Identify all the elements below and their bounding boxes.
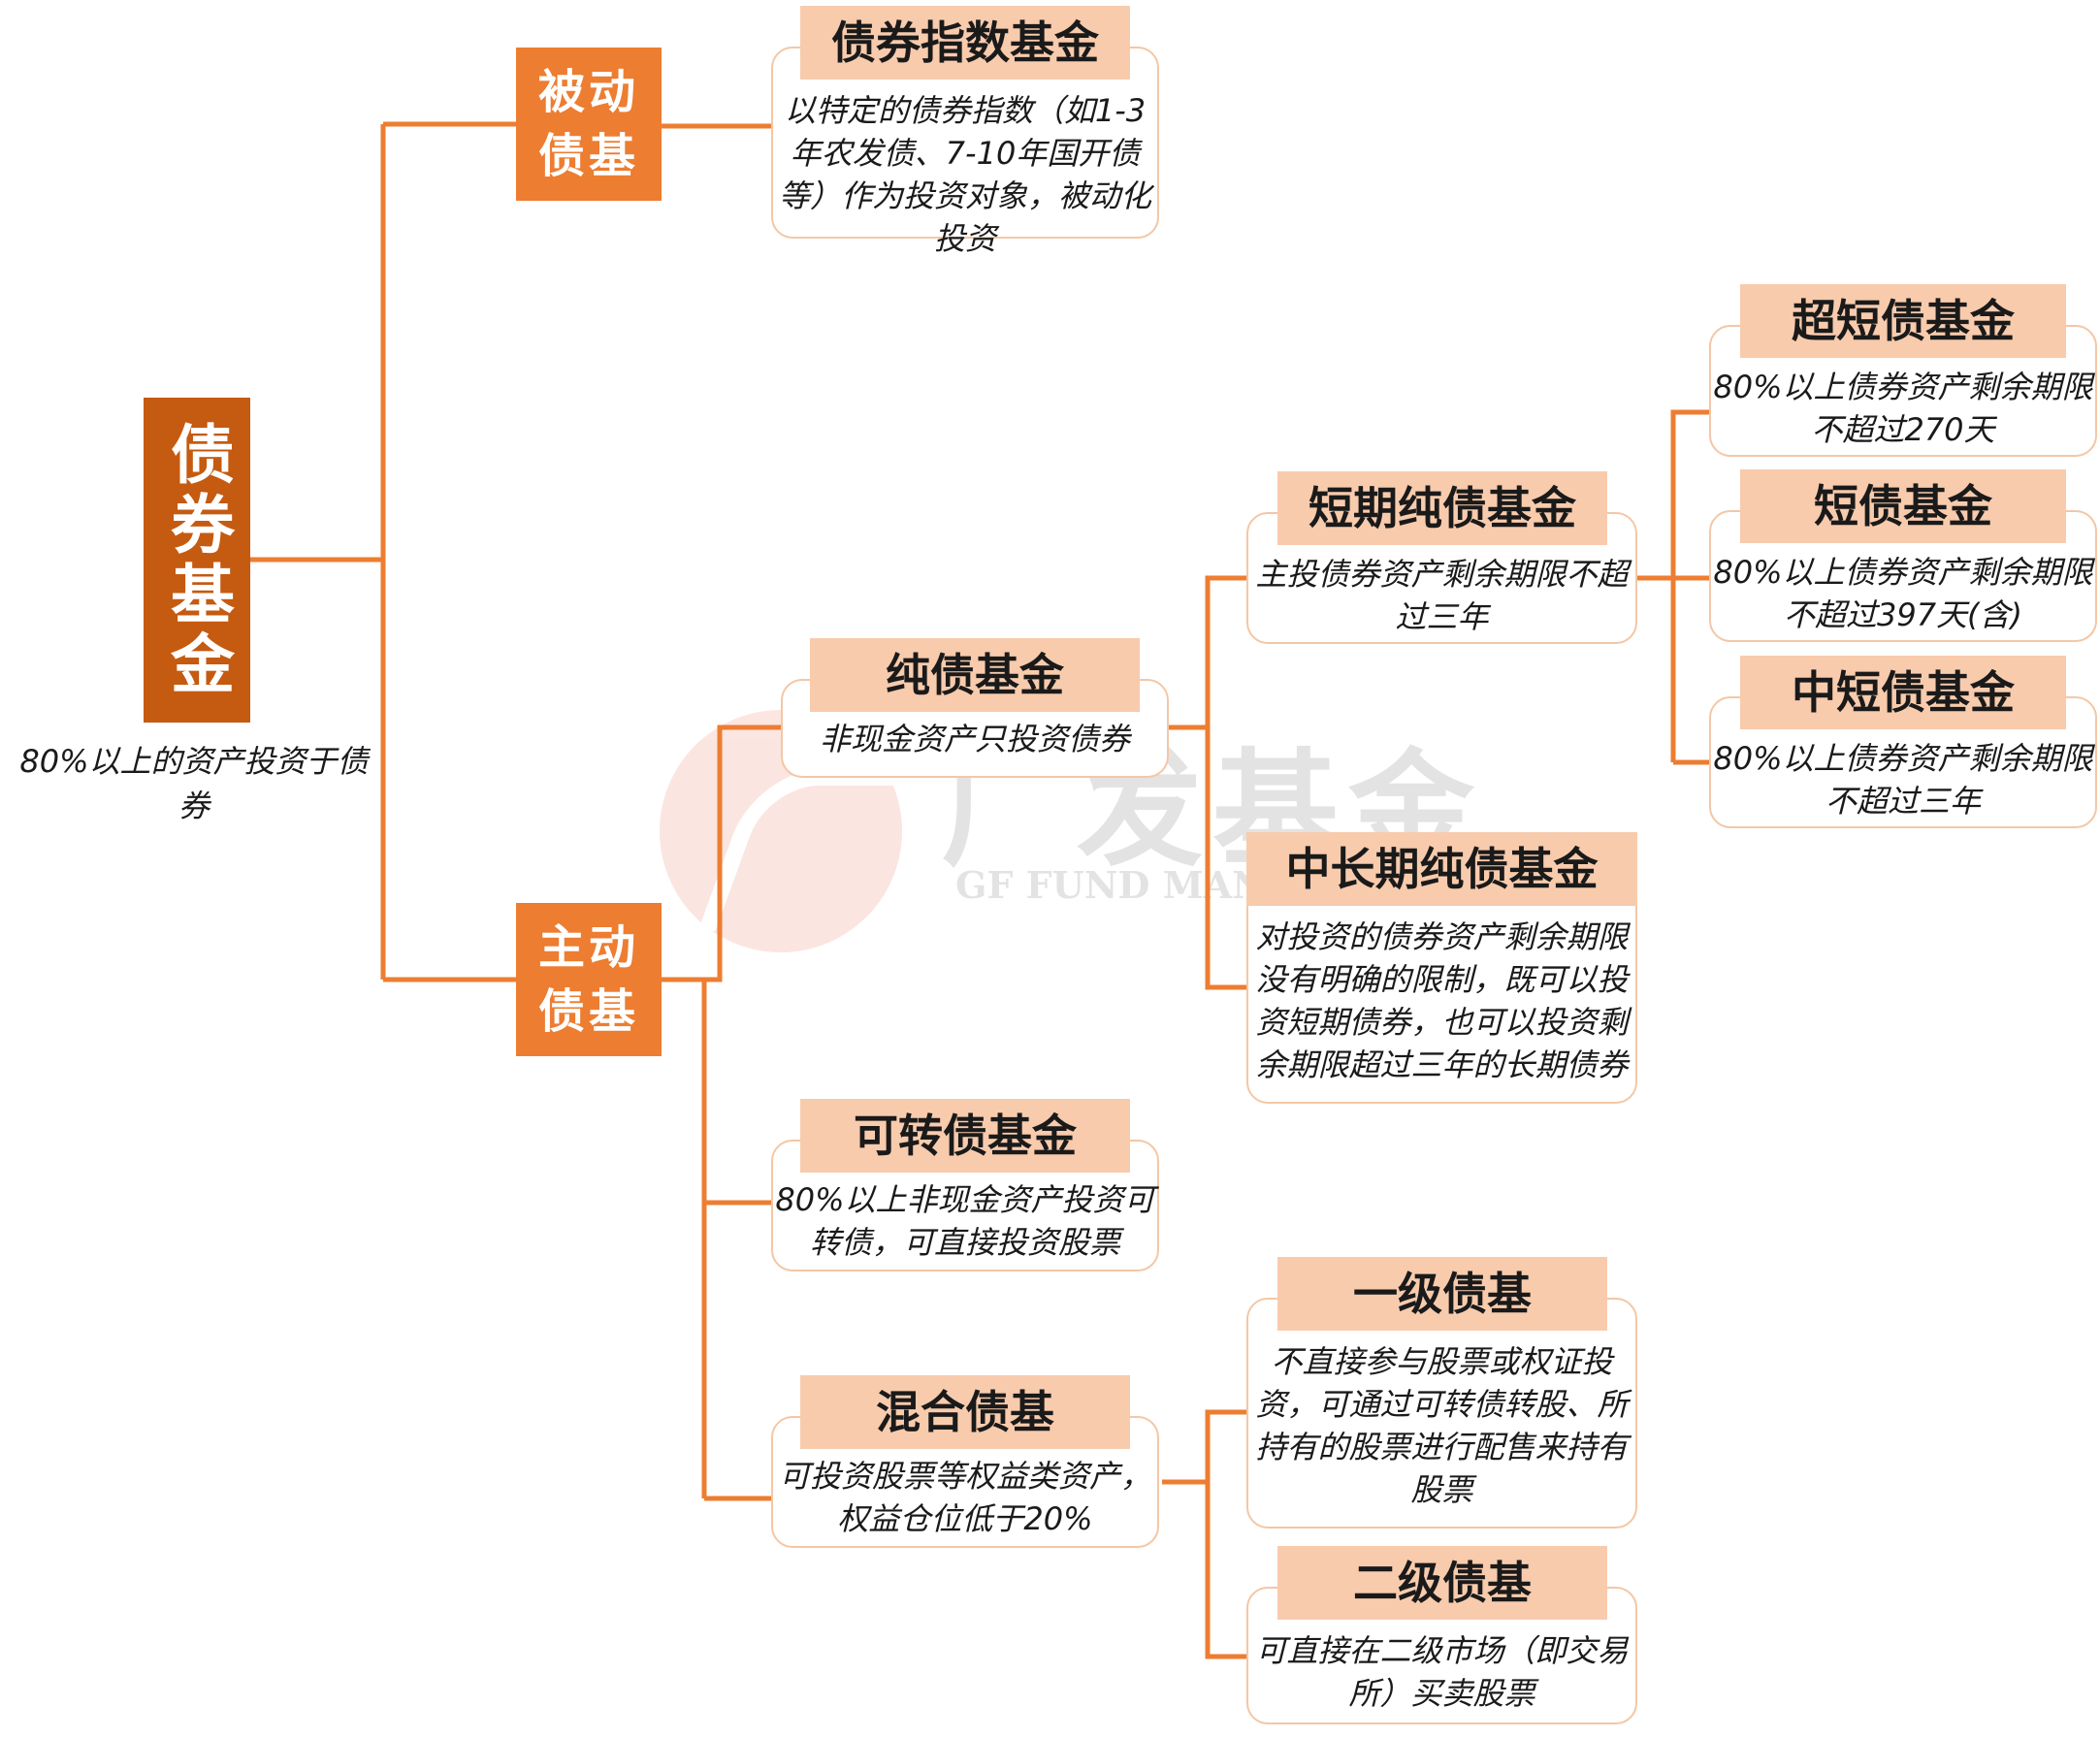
node-mid-long-pure-title: 中长期纯债基金 (1246, 832, 1637, 906)
root-title: 债券基金 (160, 420, 235, 700)
connector-active (662, 724, 781, 1501)
node-short-bond-title: 短债基金 (1740, 469, 2066, 543)
node-index-fund-desc: 以特定的债券指数（如1-3年农发债、7-10年国开债等）作为投资对象，被动化投资 (778, 92, 1151, 257)
node-mid-short: 中短债基金 80%以上债券资产剩余期限不超过三年 (1709, 656, 2097, 828)
node-convertible-desc: 80%以上非现金资产投资可转债，可直接投资股票 (775, 1181, 1155, 1261)
node-ultra-short-desc: 80%以上债券资产剩余期限不超过270天 (1713, 369, 2093, 448)
category-passive-label: 被动债基 (537, 65, 639, 183)
node-short-bond: 短债基金 80%以上债券资产剩余期限不超过397天(含) (1709, 469, 2097, 642)
category-active-label: 主动债基 (537, 920, 639, 1039)
node-ultra-short-title: 超短债基金 (1740, 284, 2066, 358)
connector-short (1637, 409, 1709, 765)
node-primary-bond-title: 一级债基 (1277, 1257, 1607, 1331)
node-secondary-bond-title: 二级债基 (1277, 1546, 1607, 1620)
connector-hybrid (1162, 1409, 1246, 1659)
node-convertible: 可转债基金 80%以上非现金资产投资可转债，可直接投资股票 (771, 1099, 1159, 1271)
node-primary-bond: 一级债基 不直接参与股票或权证投资，可通过可转债转股、所持有的股票进行配售来持有… (1246, 1257, 1637, 1529)
node-mid-long-pure-desc: 对投资的债券资产剩余期限没有明确的限制，既可以投资短期债券，也可以投资剩余期限超… (1255, 918, 1629, 1083)
connector-root (250, 121, 516, 982)
root-desc: 80%以上的资产投资于债券 (19, 743, 369, 824)
node-index-fund-title: 债券指数基金 (800, 6, 1130, 80)
root-node: 债券基金 (144, 398, 250, 723)
node-pure-bond-title: 纯债基金 (810, 638, 1140, 712)
node-secondary-bond-desc: 可直接在二级市场（即交易所）买卖股票 (1255, 1632, 1629, 1712)
node-short-pure-title: 短期纯债基金 (1277, 471, 1607, 545)
node-pure-bond: 纯债基金 非现金资产只投资债券 (781, 638, 1169, 778)
node-mid-short-desc: 80%以上债券资产剩余期限不超过三年 (1713, 740, 2093, 820)
node-mid-long-pure-box (1246, 873, 1637, 1104)
node-mid-short-title: 中短债基金 (1740, 656, 2066, 729)
node-primary-bond-desc: 不直接参与股票或权证投资，可通过可转债转股、所持有的股票进行配售来持有股票 (1255, 1343, 1629, 1508)
node-short-pure-desc: 主投债券资产剩余期限不超过三年 (1255, 556, 1629, 635)
node-mid-long-pure: 中长期纯债基金 对投资的债券资产剩余期限没有明确的限制，既可以投资短期债券，也可… (1246, 832, 1637, 1104)
node-convertible-title: 可转债基金 (800, 1099, 1130, 1173)
node-hybrid-desc: 可投资股票等权益类资产，权益仓位低于20% (778, 1458, 1151, 1537)
node-pure-bond-desc: 非现金资产只投资债券 (819, 721, 1130, 757)
node-primary-bond-box (1246, 1298, 1637, 1529)
node-hybrid-title: 混合债基 (800, 1375, 1130, 1449)
node-hybrid: 混合债基 可投资股票等权益类资产，权益仓位低于20% (771, 1375, 1159, 1548)
node-ultra-short: 超短债基金 80%以上债券资产剩余期限不超过270天 (1709, 284, 2097, 457)
node-short-pure: 短期纯债基金 主投债券资产剩余期限不超过三年 (1246, 471, 1637, 644)
node-secondary-bond: 二级债基 可直接在二级市场（即交易所）买卖股票 (1246, 1546, 1637, 1724)
node-index-fund: 债券指数基金 以特定的债券指数（如1-3年农发债、7-10年国开债等）作为投资对… (771, 6, 1159, 257)
category-passive: 被动债基 (516, 48, 662, 201)
connector-pure (1169, 575, 1246, 990)
category-active: 主动债基 (516, 903, 662, 1056)
node-short-bond-desc: 80%以上债券资产剩余期限不超过397天(含) (1713, 554, 2093, 633)
